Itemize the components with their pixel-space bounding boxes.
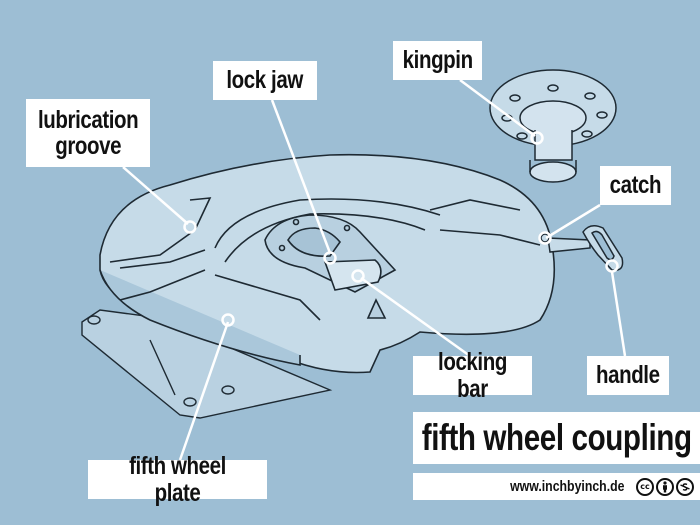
credit-url-link[interactable]: www.inchbyinch.de <box>509 478 624 495</box>
credit-bar: www.inchbyinch.de cc <box>413 473 700 500</box>
label-lock-jaw: lock jaw <box>213 61 317 100</box>
leader-lines <box>122 78 627 461</box>
label-kingpin: kingpin <box>393 41 482 80</box>
attribution-icon <box>656 477 674 496</box>
label-handle: handle <box>587 356 669 395</box>
kingpin-icon <box>489 69 617 183</box>
label-lubrication-groove-line1: lubrication <box>37 105 139 134</box>
label-locking-bar-text: locking bar <box>438 348 507 403</box>
mounting-base-icon <box>81 309 333 419</box>
label-locking-bar: locking bar <box>413 349 532 402</box>
cc-icon: cc <box>636 477 654 496</box>
noncommercial-icon <box>676 477 694 496</box>
label-lock-jaw-text: lock jaw <box>226 66 304 95</box>
label-fifth-wheel-plate: fifth wheel plate <box>88 453 267 506</box>
fifth-wheel-plate-body <box>99 153 556 374</box>
label-kingpin-text: kingpin <box>402 46 473 75</box>
handle-icon <box>540 225 624 271</box>
label-handle-text: handle <box>596 361 660 390</box>
label-lubrication-groove: lubrication groove <box>26 99 150 167</box>
leader-endpoints <box>183 131 619 327</box>
diagram-title-text: fifth wheel coupling <box>421 417 692 458</box>
no-dollar-glyph-icon <box>680 482 690 491</box>
label-fifth-wheel-plate-text: fifth wheel plate <box>129 452 226 507</box>
diagram-title: fifth wheel coupling <box>413 412 700 464</box>
person-glyph-icon <box>663 480 667 492</box>
label-catch-text: catch <box>609 171 662 200</box>
label-lubrication-groove-line2: groove <box>55 132 121 160</box>
label-catch: catch <box>600 166 671 205</box>
